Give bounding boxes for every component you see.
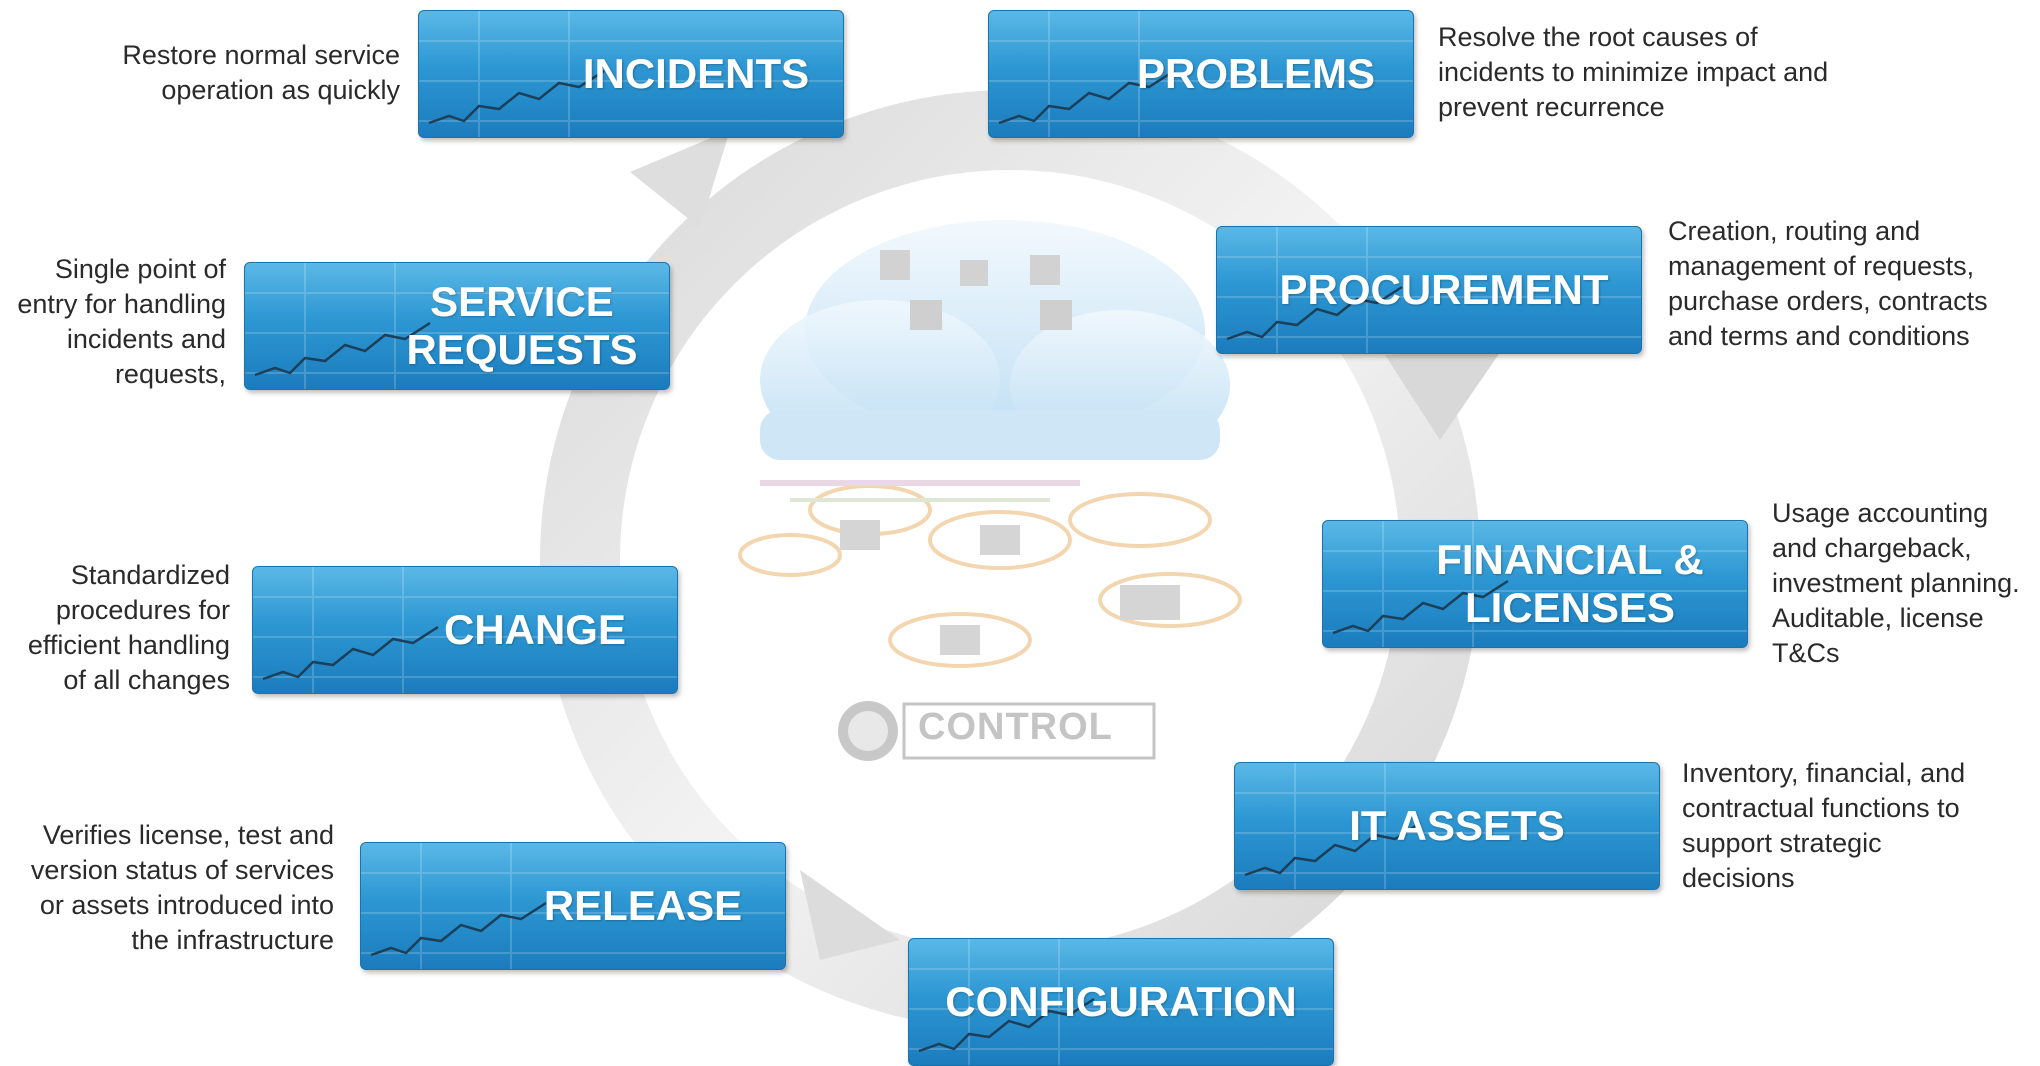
- release-title: RELEASE: [543, 882, 743, 929]
- incidents-title: INCIDENTS: [582, 50, 810, 97]
- problems-title: PROBLEMS: [1136, 50, 1375, 97]
- chart-pattern-icon: [253, 567, 677, 693]
- financial-licenses-card: FINANCIAL & LICENSES: [1322, 520, 1748, 648]
- release-card: RELEASE: [360, 842, 786, 970]
- configuration-title: CONFIGURATION: [945, 978, 1297, 1025]
- problems-description: Resolve the root causes of incidents to …: [1438, 22, 1829, 122]
- service-requests-card: SERVICE REQUESTS: [244, 262, 670, 390]
- control-label: CONTROL: [918, 706, 1113, 748]
- procurement-description: Creation, routing and management of requ…: [1668, 216, 1988, 351]
- arrow-head-bottom-left: [800, 870, 900, 960]
- incidents-card: INCIDENTS: [418, 10, 844, 138]
- chart-pattern-icon: [989, 11, 1413, 137]
- control-badge: [828, 698, 1158, 764]
- service-requests-title: SERVICE REQUESTS: [406, 278, 638, 373]
- chart-pattern-icon: [1217, 227, 1641, 353]
- problems-card: PROBLEMS: [988, 10, 1414, 138]
- configuration-card: CONFIGURATION: [908, 938, 1334, 1066]
- chart-pattern-icon: [245, 263, 669, 389]
- arrow-head-top-left: [630, 130, 730, 228]
- incidents-description: Restore normal service operation as quic…: [122, 40, 400, 105]
- chart-pattern-icon: [361, 843, 785, 969]
- change-description: Standardized procedures for efficient ha…: [27, 560, 230, 695]
- change-title: CHANGE: [443, 606, 626, 653]
- service-requests-description: Single point of entry for handling incid…: [17, 254, 226, 389]
- procurement-title: PROCUREMENT: [1279, 266, 1609, 313]
- chart-pattern-icon: [1235, 763, 1659, 889]
- change-card: CHANGE: [252, 566, 678, 694]
- cloud-illustration: [738, 220, 1242, 668]
- financial-licenses-description: Usage accounting and chargeback, investm…: [1772, 498, 2020, 668]
- chart-pattern-icon: [909, 939, 1333, 1065]
- financial-licenses-title: FINANCIAL & LICENSES: [1436, 536, 1704, 631]
- release-description: Verifies license, test and version statu…: [30, 820, 334, 955]
- procurement-card: PROCUREMENT: [1216, 226, 1642, 354]
- it-assets-card: IT ASSETS: [1234, 762, 1660, 890]
- chart-pattern-icon: [419, 11, 843, 137]
- arrow-head-right-top: [1385, 345, 1505, 440]
- it-assets-description: Inventory, financial, and contractual fu…: [1682, 758, 1966, 893]
- chart-pattern-icon: [1323, 521, 1747, 647]
- it-assets-title: IT ASSETS: [1349, 802, 1565, 849]
